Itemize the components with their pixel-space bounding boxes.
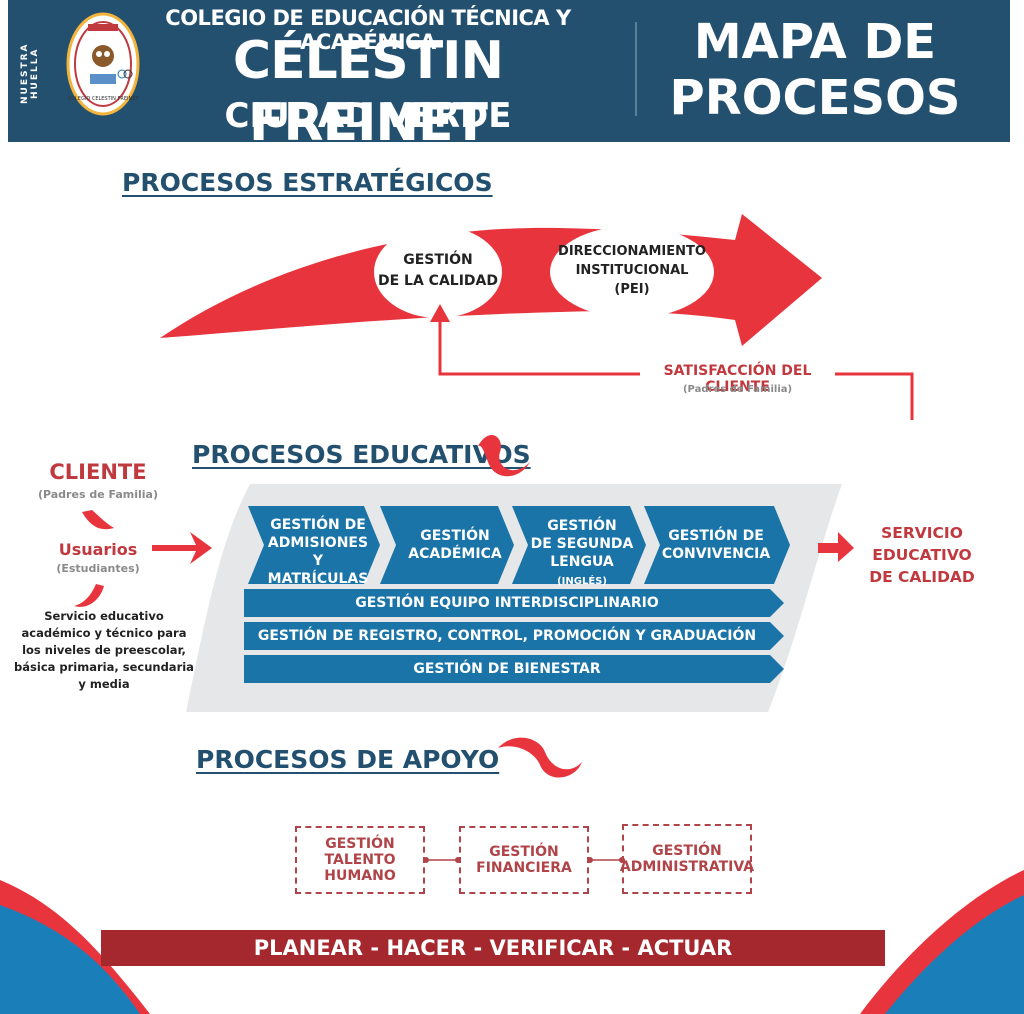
users-subtitle: (Estudiantes) xyxy=(56,562,140,575)
squiggle-client-1 xyxy=(82,510,114,530)
squiggle-support xyxy=(498,737,582,778)
map-title: MAPA DE PROCESOS xyxy=(669,14,961,126)
logo-text: COLEGIO CELESTIN FREINET xyxy=(68,96,140,102)
bar-wellbeing xyxy=(244,655,784,683)
school-logo: COLEGIO CELESTIN FREINET xyxy=(66,12,140,116)
feedback-line-left xyxy=(438,316,640,376)
header-divider xyxy=(635,22,637,116)
input-arrow xyxy=(152,532,212,564)
chevron-coexistence xyxy=(644,506,790,584)
owl-icon xyxy=(92,45,114,67)
chevron-second-language xyxy=(512,506,646,584)
feedback-arrowhead xyxy=(430,304,450,322)
client-description: Servicio educativo académico y técnico p… xyxy=(14,609,194,691)
client-subtitle: (Padres de Familia) xyxy=(37,488,159,501)
squiggle-client-2 xyxy=(74,584,104,607)
educational-panel xyxy=(74,434,854,778)
school-line1: COLEGIO DE EDUCACIÓN TÉCNICA Y ACADÉMICA xyxy=(165,6,571,54)
users-label: Usuarios xyxy=(58,540,138,559)
ellipse-pei xyxy=(550,226,714,318)
output-arrow xyxy=(818,532,854,562)
school-location: CIUDAD VERDE xyxy=(224,96,512,136)
chevron-language-small: (INGLÉS) xyxy=(557,576,607,587)
bar-registry xyxy=(244,622,784,650)
chevron-academic xyxy=(380,506,514,584)
pdca-cycle-bar: PLANEAR - HACER - VERIFICAR - ACTUAR xyxy=(101,930,885,966)
chevron-admissions xyxy=(248,506,380,584)
squiggle-top xyxy=(478,434,530,477)
support-title: PROCESOS DE APOYO xyxy=(196,745,500,774)
school-name: CÉLESTIN FREINET xyxy=(232,31,504,153)
bar-interdisciplinary-label: GESTIÓN EQUIPO INTERDISCIPLINARIO xyxy=(355,595,659,611)
bar-wellbeing-label: GESTIÓN DE BIENESTAR xyxy=(413,661,601,677)
feedback-line xyxy=(835,372,914,420)
support-connectors xyxy=(423,857,625,863)
feedback-sublabel: (Padres de Familia) xyxy=(682,384,793,395)
bar-registry-label: GESTIÓN DE REGISTRO, CONTROL, PROMOCIÓN … xyxy=(257,628,757,644)
wave-right-blue xyxy=(885,895,1024,1014)
feedback-label: SATISFACCIÓN DEL CLIENTE xyxy=(663,363,812,395)
strategic-arrow xyxy=(160,214,914,420)
header-banner xyxy=(8,0,1010,142)
educational-title: PROCESOS EDUCATIVOS xyxy=(192,440,531,469)
bar-interdisciplinary xyxy=(244,589,784,617)
ellipse-quality xyxy=(374,226,502,318)
strategic-title: PROCESOS ESTRATÉGICOS xyxy=(122,168,493,197)
client-title: CLIENTE xyxy=(49,460,147,484)
wave-left-blue xyxy=(0,905,140,1014)
